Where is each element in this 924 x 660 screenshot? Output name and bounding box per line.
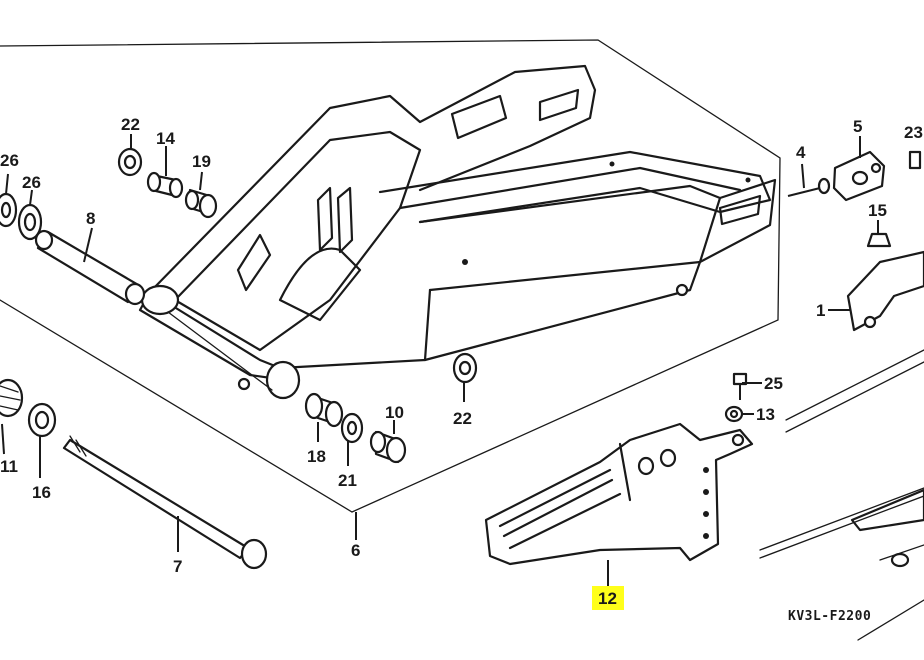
bushing-10	[369, 430, 407, 464]
seal-21	[340, 412, 364, 444]
swingarm	[138, 64, 777, 400]
callout-1: 1	[816, 301, 825, 320]
callout-14: 14	[156, 129, 175, 148]
callout-11: 11	[0, 457, 18, 476]
callout-25: 25	[764, 374, 783, 393]
bolt-23	[908, 150, 922, 170]
seal-22-top	[117, 147, 143, 177]
chain-case-12	[484, 422, 754, 566]
highlight-part-12	[592, 586, 624, 610]
callout-labels: 26 26 8 22 14 19 11 16 7 18 21 10 22 6 4…	[0, 115, 923, 608]
chain-adjuster-5	[832, 150, 886, 202]
callout-22a: 22	[121, 115, 140, 134]
callout-4: 4	[796, 143, 806, 162]
collar-14	[146, 171, 184, 199]
assembly-boundary	[0, 39, 781, 513]
callout-15: 15	[868, 201, 887, 220]
collar-18	[304, 392, 344, 428]
pivot-bolt-7	[62, 435, 268, 570]
seal-22-center	[452, 352, 478, 384]
needle-bearing-11	[0, 378, 24, 418]
callout-8: 8	[86, 209, 95, 228]
diagram-code: KV3L-F2200	[788, 609, 871, 624]
callout-22b: 22	[453, 409, 472, 428]
pivot-collar-8	[34, 229, 146, 306]
callout-13: 13	[756, 405, 775, 424]
bolt-25	[732, 372, 748, 400]
callout-6: 6	[351, 541, 360, 560]
callout-10: 10	[385, 403, 404, 422]
callout-26a: 26	[0, 151, 19, 170]
bearing-26-a	[0, 192, 18, 228]
callout-5: 5	[853, 117, 862, 136]
clip-15	[866, 232, 892, 248]
drive-chain	[759, 349, 924, 641]
callout-21: 21	[338, 471, 357, 490]
callout-26b: 26	[22, 173, 41, 192]
callout-18: 18	[307, 447, 326, 466]
bushing-19	[184, 188, 218, 219]
dust-seal-16	[27, 402, 57, 438]
adjust-bolt-4	[787, 177, 831, 197]
callout-16: 16	[32, 483, 51, 502]
callout-19: 19	[192, 152, 211, 171]
callout-23: 23	[904, 123, 923, 142]
callout-7: 7	[173, 557, 182, 576]
leader-lines	[1, 134, 879, 586]
callout-12: 12	[598, 589, 617, 608]
nut-13	[724, 405, 744, 423]
chain-guide-1	[846, 250, 924, 332]
